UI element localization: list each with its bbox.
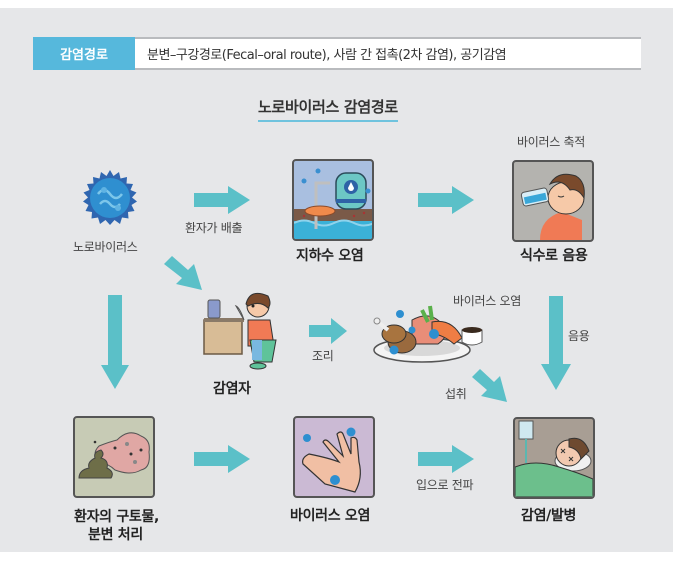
illness-tile xyxy=(513,417,595,499)
edge-label-accumulation: 바이러스 축적 xyxy=(517,135,585,149)
vomit-illustration xyxy=(78,432,150,479)
drinking-caption: 식수로 음용 xyxy=(520,248,588,264)
edge-label-food-contamination: 바이러스 오염 xyxy=(453,294,521,308)
arrow-vomit-to-hand xyxy=(194,445,250,473)
groundwater-illustration xyxy=(294,168,372,239)
drinking-illustration xyxy=(520,173,585,240)
diagram-title: 노로바이러스 감염경로 xyxy=(258,96,398,122)
vomit-caption-line2: 분변 처리 xyxy=(88,527,143,543)
edge-label-ingestion: 섭취 xyxy=(445,387,467,401)
arrow-ingestion xyxy=(472,369,507,402)
vomit-caption-line1: 환자의 구토물, xyxy=(74,509,160,525)
edge-label-cooking: 조리 xyxy=(312,349,334,363)
edge-label-excretion: 환자가 배출 xyxy=(185,221,243,235)
hand-caption: 바이러스 오염 xyxy=(290,508,371,524)
edge-label-drinking: 음용 xyxy=(568,329,590,343)
illness-illustration xyxy=(515,420,593,497)
arrow-oral-spread xyxy=(418,445,474,473)
groundwater-caption: 지하수 오염 xyxy=(296,248,364,264)
arrow-to-vomit xyxy=(101,295,129,389)
illness-caption: 감염/발병 xyxy=(521,508,577,524)
arrow-cooking xyxy=(309,318,347,344)
infection-route-header: 감염경로 분변–구강경로(Fecal–oral route), 사람 간 접촉(… xyxy=(33,37,641,70)
infected-person-illustration xyxy=(203,292,277,370)
header-text: 분변–구강경로(Fecal–oral route), 사람 간 접촉(2차 감염… xyxy=(147,48,507,63)
vomit-tile xyxy=(73,416,155,498)
hand-illustration xyxy=(302,427,361,493)
drinking-tile xyxy=(512,160,594,242)
infected-person-caption: 감염자 xyxy=(213,381,251,397)
contaminated-hand-tile xyxy=(293,416,375,498)
arrow-to-infected-person xyxy=(164,256,202,290)
norovirus-label: 노로바이러스 xyxy=(73,240,138,254)
arrow-drinking-to-illness xyxy=(541,296,571,390)
groundwater-tile xyxy=(292,159,374,241)
arrow-excretion xyxy=(194,186,250,214)
virus-icon xyxy=(83,170,137,225)
edge-label-oral-spread: 입으로 전파 xyxy=(416,478,474,492)
arrow-to-drinking xyxy=(418,186,474,214)
contaminated-food-illustration xyxy=(373,305,483,363)
header-label: 감염경로 xyxy=(33,37,135,70)
